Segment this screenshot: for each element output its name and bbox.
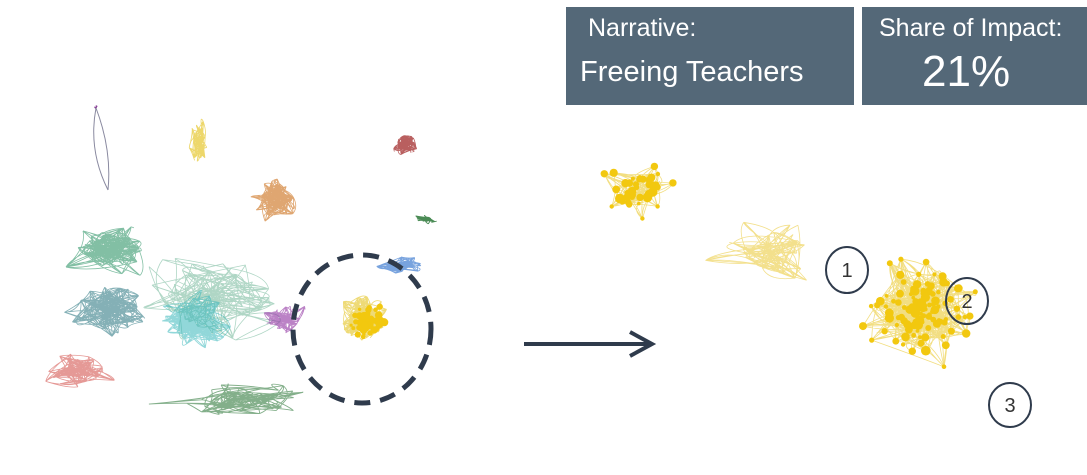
cluster-red <box>45 353 115 388</box>
highlight-label-1: 1 <box>841 260 852 282</box>
narrative-value: Freeing Teachers <box>580 56 804 88</box>
subnet-bridge <box>705 221 807 281</box>
dashed-highlight-circle <box>290 252 434 406</box>
cluster-purple-tip <box>93 105 98 109</box>
share-value: 21% <box>922 47 1011 96</box>
cluster-orange <box>250 178 297 222</box>
right-arrow <box>524 330 657 358</box>
cluster-dark-green <box>148 383 304 415</box>
cluster-cyan <box>161 289 231 349</box>
cluster-yellow-top <box>188 118 208 162</box>
narrative-box: Narrative: Freeing Teachers <box>566 7 854 105</box>
highlight-marker-1: 1 <box>825 246 869 294</box>
subnetwork-graph <box>600 162 978 370</box>
cluster-purple <box>263 305 306 334</box>
cluster-green <box>65 226 144 276</box>
highlight-marker-2: 2 <box>945 277 989 325</box>
cluster-teal <box>64 286 146 337</box>
highlight-label-2: 2 <box>961 291 972 313</box>
narrative-label: Narrative: <box>588 14 697 42</box>
full-network-graph <box>45 105 437 415</box>
cluster-green-branch <box>415 214 437 225</box>
subnet-nodes <box>600 162 978 370</box>
yellow-cluster-nodes <box>349 303 389 340</box>
highlight-marker-3: 3 <box>988 382 1032 428</box>
share-box: Share of Impact: 21% <box>862 7 1087 105</box>
share-label: Share of Impact: <box>879 14 1063 42</box>
cluster-stem <box>93 107 110 191</box>
cluster-dark-red <box>393 135 418 155</box>
highlight-label-3: 3 <box>1004 395 1015 417</box>
box-divider <box>854 7 862 105</box>
